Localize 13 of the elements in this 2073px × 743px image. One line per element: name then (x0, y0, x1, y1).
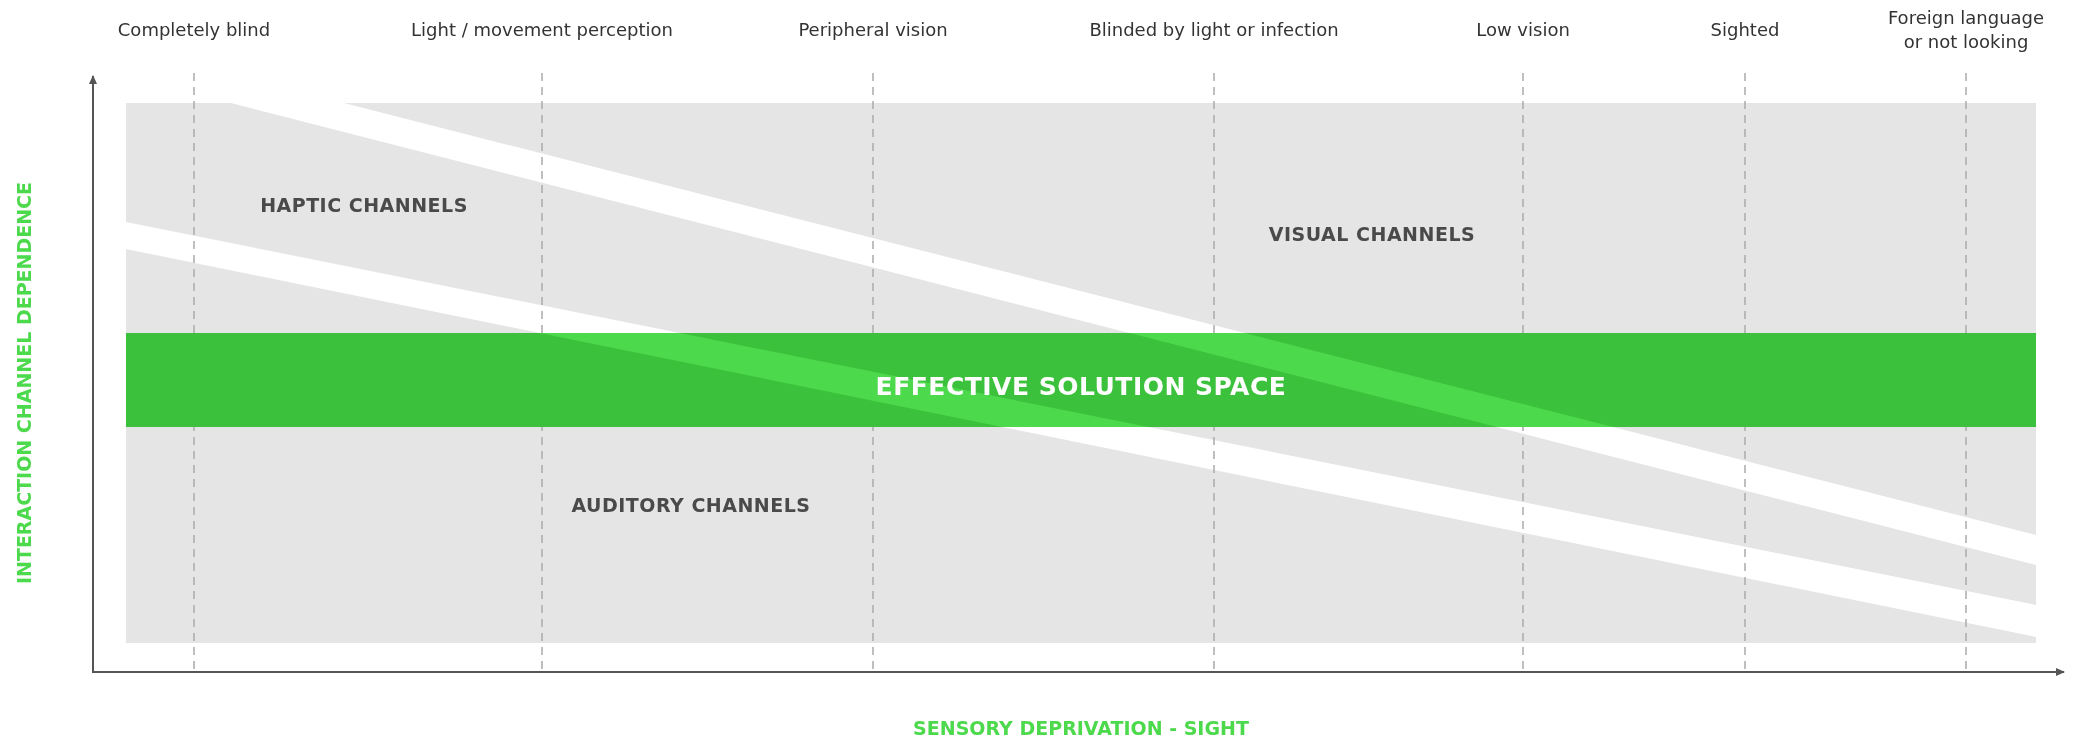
axis-title: SENSORY DEPRIVATION - SIGHT (913, 717, 1249, 739)
band-label: EFFECTIVE SOLUTION SPACE (875, 371, 1287, 401)
region-label: VISUAL CHANNELS (1268, 223, 1476, 245)
column-heading: Light / movement perception (411, 18, 673, 42)
axis-title: INTERACTION CHANNEL DEPENDENCE (13, 181, 35, 585)
column-heading: Completely blind (117, 18, 271, 42)
column-heading: Low vision (1476, 18, 1570, 42)
column-heading: Peripheral vision (798, 18, 948, 42)
column-heading: Blinded by light or infection (1089, 18, 1339, 42)
column-heading: Foreign language or not looking (1886, 6, 2046, 54)
region-label: HAPTIC CHANNELS (260, 194, 468, 216)
region-label: AUDITORY CHANNELS (571, 494, 811, 516)
column-heading: Sighted (1710, 18, 1780, 42)
